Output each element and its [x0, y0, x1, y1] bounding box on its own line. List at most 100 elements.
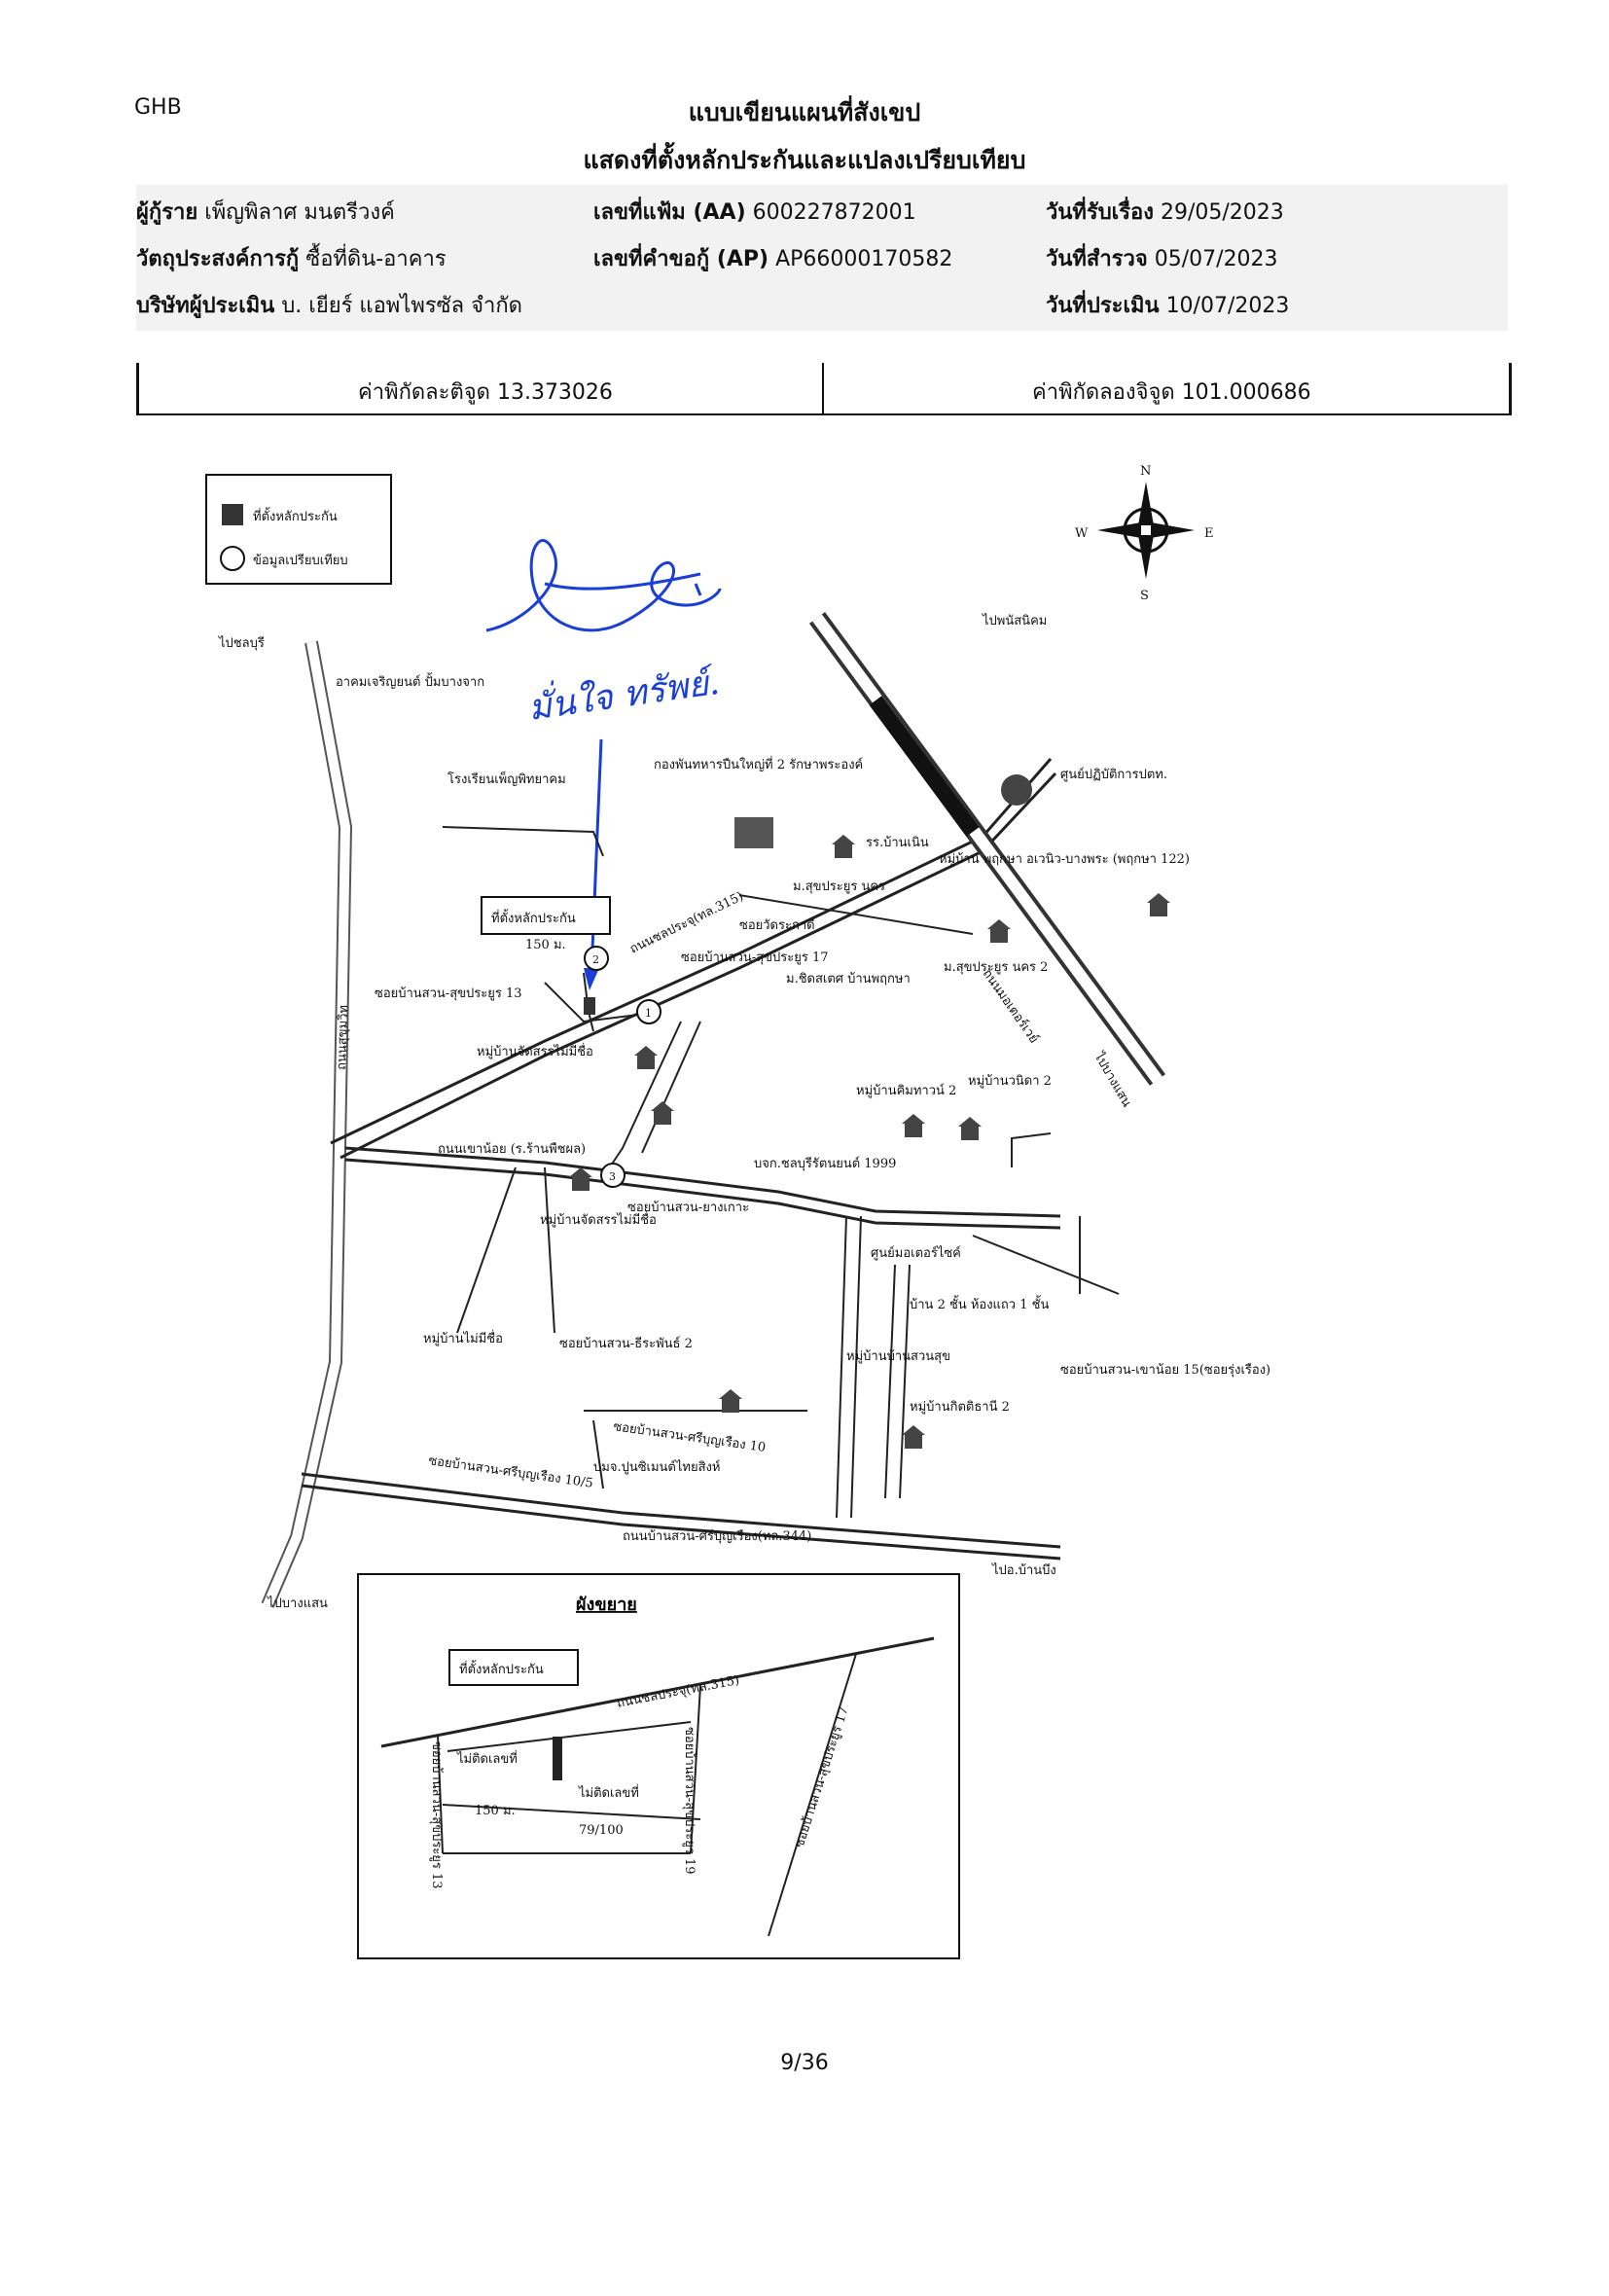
label-rr-wat: รร.บ้านเนิน — [866, 836, 929, 850]
label-soi-2: ซอยบ้านสวน-ธีระพันธ์ 2 — [559, 1336, 693, 1351]
inset-title: ผังขยาย — [576, 1595, 637, 1615]
svg-text:2: 2 — [592, 953, 599, 966]
label-village-jatsan: หมู่บ้านจัดสรรไม่มีชื่อ — [477, 1043, 593, 1059]
label-village-kit: หมู่บ้านกิตติธานี 2 — [910, 1399, 1010, 1415]
label-village-2: หมู่บ้านจัดสรรไม่มีชื่อ — [540, 1211, 657, 1228]
signature-text: มั่นใจ ทรัพย์. — [525, 657, 722, 729]
label-mu-suk2: ม.สุขประยูร นคร 2 — [944, 960, 1048, 975]
label-bsc: บมจ.ปูนซิเมนต์ไทยสิงห์ — [593, 1459, 720, 1475]
label-village-ban-suan: หมู่บ้านบ้านสวนสุข — [846, 1349, 950, 1364]
inset-collateral-marker — [553, 1737, 562, 1780]
label-bottom-right-dest: ไปอ.บ้านบึง — [991, 1562, 1056, 1578]
label-soi-ra: ซอยวัดระกาดี — [739, 917, 815, 933]
compass-s: S — [1140, 589, 1149, 603]
label-village-khet: หมู่บ้านคิมทาวน์ 2 — [856, 1083, 956, 1098]
inset-house-no: 79/100 — [579, 1823, 624, 1838]
ptt-logo-icon — [1001, 774, 1032, 806]
inset-no-number-2: ไม่ติดเลขที่ — [578, 1784, 639, 1801]
label-village-phrueksa: หมู่บ้าน พฤกษา อเวนิว-บางพระ (พฤกษา 122) — [939, 852, 1190, 867]
collateral-callout-box — [481, 896, 611, 935]
label-dealer: บจก.ชลบุรีรัตนยนต์ 1999 — [754, 1156, 896, 1171]
label-village-nameless: หมู่บ้านไม่มีชื่อ — [423, 1330, 503, 1346]
appraised-value: 10/07/2023 — [1165, 294, 1290, 318]
longitude: ค่าพิกัดลองจิจูด 101.000686 — [1032, 375, 1311, 409]
label-road-315: ถนนชลประจุ(ทล.315) — [627, 889, 746, 957]
appraiser-row: บริษัทผู้ประเมิน บ. เยียร์ แอพไพรซัล จำก… — [136, 288, 522, 322]
label-top-right-dest: ไปพนัสนิคม — [982, 613, 1047, 628]
inset-callout-box — [448, 1649, 579, 1686]
org-label: GHB — [134, 95, 182, 120]
label-top-left-dest: ไปชลบุรี — [218, 635, 265, 651]
app-no-value: AP66000170582 — [775, 247, 953, 271]
label-road-344: ถนนบ้านสวน-ศรีบุญเรือง(ทล.344) — [623, 1528, 811, 1544]
survey-value: 05/07/2023 — [1154, 247, 1278, 271]
app-no-row: เลขที่คำขอกู้ (AP) AP66000170582 — [593, 241, 952, 275]
app-no-label: เลขที่คำขอกู้ (AP) — [593, 247, 769, 271]
label-soi-10-5: ซอยบ้านสวน-ศรีบุญเรือง 10/5 — [427, 1453, 593, 1491]
inset-soi-19: ซอยบ้านสวน-สุขประยูร 19 — [682, 1727, 697, 1875]
survey-row: วันที่สำรวจ 05/07/2023 — [1046, 241, 1278, 275]
label-market: อาคมเจริญยนต์ ปั้มบางจาก — [336, 672, 484, 690]
compass-e: E — [1204, 526, 1214, 541]
label-village-wila: หมู่บ้านวนิดา 2 — [968, 1074, 1052, 1089]
compass-w: W — [1075, 526, 1089, 541]
latitude-value: 13.373026 — [496, 380, 613, 405]
compass-n: N — [1140, 464, 1151, 479]
inset-no-number-1: ไม่ติดเลขที่ — [456, 1750, 518, 1767]
label-soi-10: ซอยบ้านสวน-ศรีบุญเรือง 10 — [612, 1418, 767, 1455]
collateral-callout: ที่ตั้งหลักประกัน — [491, 909, 576, 926]
label-car-center: ศูนย์มอเตอร์ไซค์ — [871, 1245, 961, 1261]
page-title: แบบเขียนแผนที่สังเขป — [688, 98, 921, 126]
label-soi-yang: ซอยบ้านสวน-ยางเกาะ — [627, 1201, 749, 1215]
file-no-value: 600227872001 — [752, 200, 916, 225]
info-panel: ผู้กู้ราย เพ็ญพิลาศ มนตรีวงค์ วัตถุประสง… — [136, 185, 1508, 331]
comparison-legend-icon — [220, 546, 245, 571]
label-motorway: ถนนมอเตอร์เวย์ — [980, 966, 1042, 1046]
borrower-value: เพ็ญพิลาศ มนตรีวงค์ — [204, 200, 395, 225]
label-bottom-left-dest: ไปบางแสน — [267, 1596, 328, 1611]
signature-arrow — [590, 738, 603, 974]
comparison-marker-1: 1 — [636, 999, 661, 1024]
map-legend: ที่ตั้งหลักประกัน ข้อมูลเปรียบเทียบ — [205, 474, 392, 585]
inset-callout: ที่ตั้งหลักประกัน — [459, 1660, 544, 1677]
svg-text:1: 1 — [645, 1007, 652, 1020]
borrower-label: ผู้กู้ราย — [136, 200, 198, 225]
legend-collateral: ที่ตั้งหลักประกัน — [253, 507, 338, 524]
svg-text:3: 3 — [609, 1170, 616, 1183]
label-soi-15: ซอยบ้านสวน-เขาน้อย 15(ซอยรุ่งเรือง) — [1060, 1362, 1270, 1378]
appraiser-value: บ. เยียร์ แอพไพรซัล จำกัด — [281, 294, 522, 318]
appraiser-label: บริษัทผู้ประเมิน — [136, 294, 275, 318]
borrower-row: ผู้กู้ราย เพ็ญพิลาศ มนตรีวงค์ — [136, 195, 395, 229]
purpose-value: ซื้อที่ดิน-อาคาร — [305, 247, 447, 271]
military-icon — [734, 817, 773, 848]
signature-arrowhead — [584, 968, 599, 990]
longitude-label: ค่าพิกัดลองจิจูด — [1032, 380, 1175, 405]
inset-map: ผังขยาย ที่ตั้งหลักประกัน ถนนชลประจุ(ทล.… — [357, 1573, 960, 1959]
roads — [261, 612, 1166, 1608]
legend-comparison: ข้อมูลเปรียบเทียบ — [253, 553, 348, 568]
comparison-marker-2: 2 — [584, 946, 609, 971]
label-mu-chitsadet: ม.ชิดสเตศ บ้านพฤกษา — [786, 972, 911, 987]
received-row: วันที่รับเรื่อง 29/05/2023 — [1046, 195, 1284, 229]
purpose-row: วัตถุประสงค์การกู้ ซื้อที่ดิน-อาคาร — [136, 241, 447, 275]
received-value: 29/05/2023 — [1160, 200, 1284, 225]
inset-distance: 150 ม. — [475, 1804, 516, 1818]
label-road-sukhumvit: ถนนสุขุมวิท — [335, 1005, 351, 1070]
compass-icon: N S W E — [1075, 464, 1214, 603]
coordinates-bar: ค่าพิกัดละติจูด 13.373026 ค่าพิกัดลองจิจ… — [136, 363, 1512, 415]
latitude-label: ค่าพิกัดละติจูด — [358, 380, 490, 405]
label-soi-17: ซอยบ้านสวน-สุขประยูร 17 — [681, 951, 829, 965]
village-house-icons — [569, 835, 1170, 1449]
label-soi-13: ซอยบ้านสวน-สุขประยูร 13 — [375, 987, 522, 1001]
comparison-marker-3: 3 — [600, 1163, 626, 1188]
coordinates-divider — [822, 363, 824, 413]
file-no-row: เลขที่แฟ้ม (AA) 600227872001 — [593, 195, 916, 229]
page-number: 9/36 — [780, 2051, 829, 2075]
label-ptt: ศูนย์ปฏิบัติการปตท. — [1060, 767, 1167, 782]
label-house: บ้าน 2 ชั้น ห้องแถว 1 ชั้น — [910, 1295, 1049, 1312]
longitude-value: 101.000686 — [1181, 380, 1311, 405]
label-mu-suk: ม.สุขประยูร นคร — [793, 879, 885, 894]
collateral-legend-icon — [222, 504, 243, 525]
latitude: ค่าพิกัดละติจูด 13.373026 — [358, 375, 613, 409]
